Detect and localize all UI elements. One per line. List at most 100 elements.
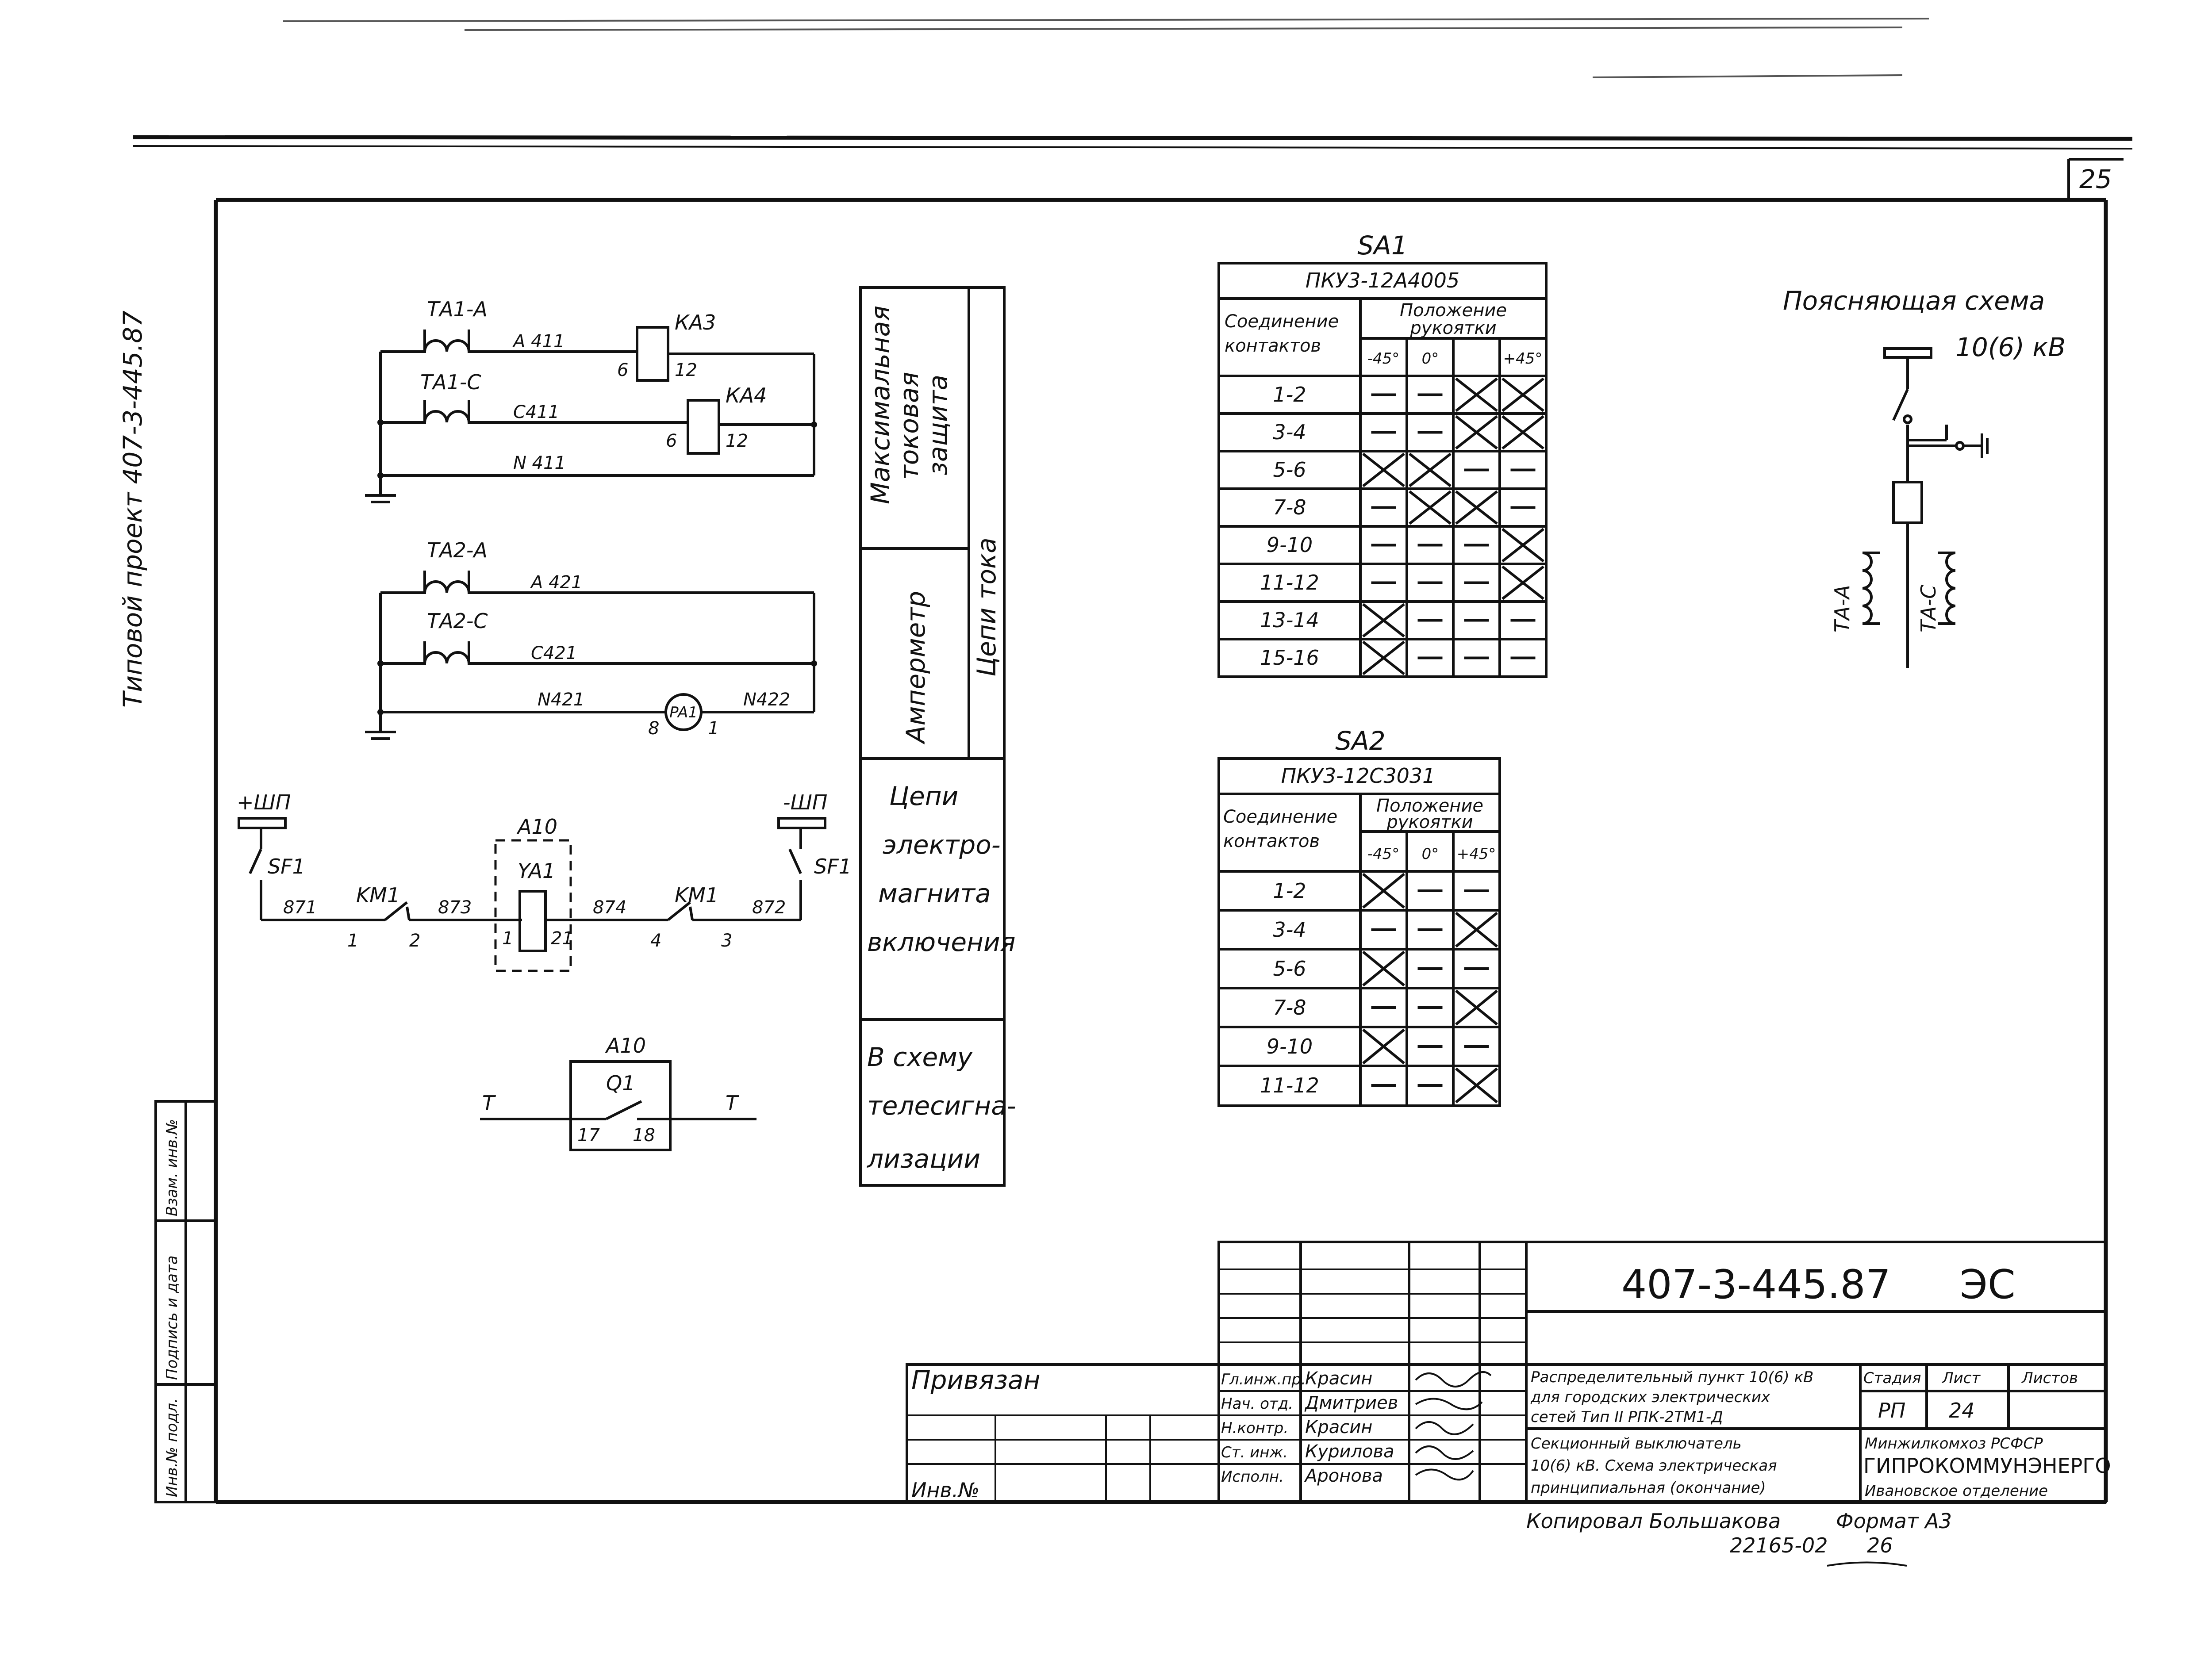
desc-lower-2: 10(6) кВ. Схема электрическая (1531, 1457, 1777, 1475)
doc-mark: ЭС (1960, 1261, 2016, 1308)
doc-code: 407-3-445.87 (1621, 1261, 1891, 1308)
ammeter-pin8: 8 (648, 718, 659, 739)
format-label: Формат А3 (1836, 1509, 1952, 1533)
label-max-current-3: защита (923, 375, 953, 475)
project-title: Типовой проект 407-3-445.87 (118, 310, 148, 708)
t-right-label: Т (726, 1091, 740, 1115)
label-electromagnet-3: магнита (878, 878, 991, 908)
label-max-current-2: токовая (894, 372, 924, 480)
ct-ta2a-label: ТА2-А (427, 538, 488, 562)
q1-pin17: 17 (577, 1125, 600, 1146)
ammeter-pin1: 1 (708, 718, 719, 739)
km1-pin1: 1 (347, 931, 358, 951)
km1-right-label: KM1 (675, 883, 718, 907)
left-margin-stamp: Инв.№ подл. Подпись и дата Взам. инв.№ (154, 1100, 217, 1503)
t-left-label: Т (482, 1091, 496, 1115)
label-max-current-1: Максимальная (865, 306, 895, 504)
top-scan-lines (132, 18, 2133, 149)
sa2-pos-0: 0° (1422, 845, 1439, 863)
org-line-3: Ивановское отделение (1865, 1482, 2048, 1500)
inv-no-label: Инв.№ (911, 1478, 979, 1502)
sheets-label: Листов (2021, 1369, 2078, 1387)
sf1-right-label: SF1 (814, 855, 852, 878)
wire-a421: А 421 (530, 572, 582, 593)
km1-pin4: 4 (650, 931, 661, 951)
name-1: Красин (1305, 1368, 1372, 1389)
sa2-closed-mark (1362, 1028, 1405, 1065)
sa2-title: SA2 (1335, 726, 1385, 756)
format-extra: 26 (1867, 1533, 1893, 1557)
ya1-label: YA1 (518, 859, 555, 883)
sa2-col-conn-1: Соединение (1223, 807, 1337, 827)
a10-label: А10 (516, 815, 557, 839)
label-telesig-2: телесигна- (867, 1091, 1016, 1121)
q1-label: Q1 (606, 1071, 635, 1095)
sa1-row-1: 1-2 (1273, 383, 1306, 406)
sa1-closed-mark (1362, 603, 1405, 638)
role-3: Н.контр. (1221, 1419, 1288, 1437)
ka3-label: КА3 (675, 310, 716, 334)
sa1-row-3: 5-6 (1273, 458, 1306, 482)
copied-by: Копировал Большакова (1526, 1509, 1781, 1533)
sa1-col-conn-2: контактов (1225, 336, 1321, 356)
stamp-inv-no: Инв.№ подл. (163, 1398, 181, 1497)
sa2-col-pos-1: Положение (1376, 796, 1483, 816)
sa1-closed-mark (1502, 565, 1544, 600)
ct-ta1c-label: ТА1-С (420, 370, 481, 394)
stage-label: Стадия (1863, 1369, 1921, 1387)
sa2-closed-mark (1455, 989, 1498, 1026)
sa1-row-8: 15-16 (1260, 646, 1319, 670)
sa1-closed-mark (1455, 490, 1498, 525)
sa2-row-6: 11-12 (1260, 1073, 1319, 1097)
sa1-title: SA1 (1357, 230, 1407, 261)
sa2-row-5: 9-10 (1267, 1035, 1313, 1058)
ka4-pin12: 12 (726, 431, 748, 451)
ct-ta2c-label: ТА2-С (427, 609, 488, 633)
title-block (906, 1241, 2107, 1503)
sa1-row-5: 9-10 (1267, 533, 1313, 557)
label-current-circuits: Цепи тока (972, 537, 1002, 677)
sa1-closed-mark (1409, 490, 1452, 525)
sa1-col-conn-1: Соединение (1225, 311, 1339, 332)
sa1-pos-p45: +45° (1503, 350, 1543, 368)
sheet-number: 25 (2079, 164, 2112, 194)
sa2-row-3: 5-6 (1273, 957, 1306, 981)
ya1-pin21: 21 (551, 928, 573, 949)
sa1-closed-mark (1502, 415, 1544, 450)
sa1-pos-m45: -45° (1367, 350, 1400, 368)
ta-c-label: ТА-С (1916, 585, 1940, 632)
ka3-pin12: 12 (675, 360, 697, 380)
explanatory-voltage: 10(6) кВ (1955, 332, 2066, 362)
coil-ya1 (518, 890, 547, 952)
role-5: Исполн. (1221, 1468, 1284, 1486)
name-3: Красин (1305, 1417, 1372, 1437)
org-line-1: Минжилкомхоз РСФСР (1865, 1435, 2043, 1453)
protection-circuit (365, 326, 817, 740)
minus-bus-label: -ШП (783, 790, 827, 814)
sa1-closed-mark (1362, 640, 1405, 675)
sa1-row-2: 3-4 (1273, 420, 1306, 444)
stamp-replace-inv: Взам. инв.№ (163, 1119, 181, 1216)
wire-c411: С411 (513, 402, 559, 422)
sa1-closed-mark (1409, 452, 1452, 487)
sf1-left-label: SF1 (268, 855, 305, 878)
labels-column (859, 286, 1006, 1187)
sa1-row-6: 11-12 (1260, 571, 1319, 594)
wire-a411: А 411 (512, 331, 565, 352)
sa2-closed-mark (1455, 912, 1498, 948)
sa2-closed-mark (1455, 1067, 1498, 1104)
sa1-row-7: 13-14 (1260, 608, 1319, 632)
ka4-label: КА4 (726, 383, 767, 407)
a10-telesig-label: А10 (605, 1034, 646, 1058)
ka3-pin6: 6 (617, 360, 628, 380)
desc-upper-1: Распределительный пункт 10(6) кВ (1531, 1368, 1813, 1386)
sa2-model: ПКУ3-12С3031 (1281, 764, 1436, 788)
wire-874: 874 (593, 897, 626, 918)
wire-872: 872 (752, 897, 786, 918)
sa1-pos-0: 0° (1422, 350, 1439, 368)
sa2-col-conn-2: контактов (1223, 831, 1320, 851)
sa1-closed-mark (1502, 528, 1544, 563)
org-line-2: ГИПРОКОММУНЭНЕРГО (1863, 1454, 2111, 1478)
sa2-col-pos-2: рукоятки (1386, 812, 1473, 832)
